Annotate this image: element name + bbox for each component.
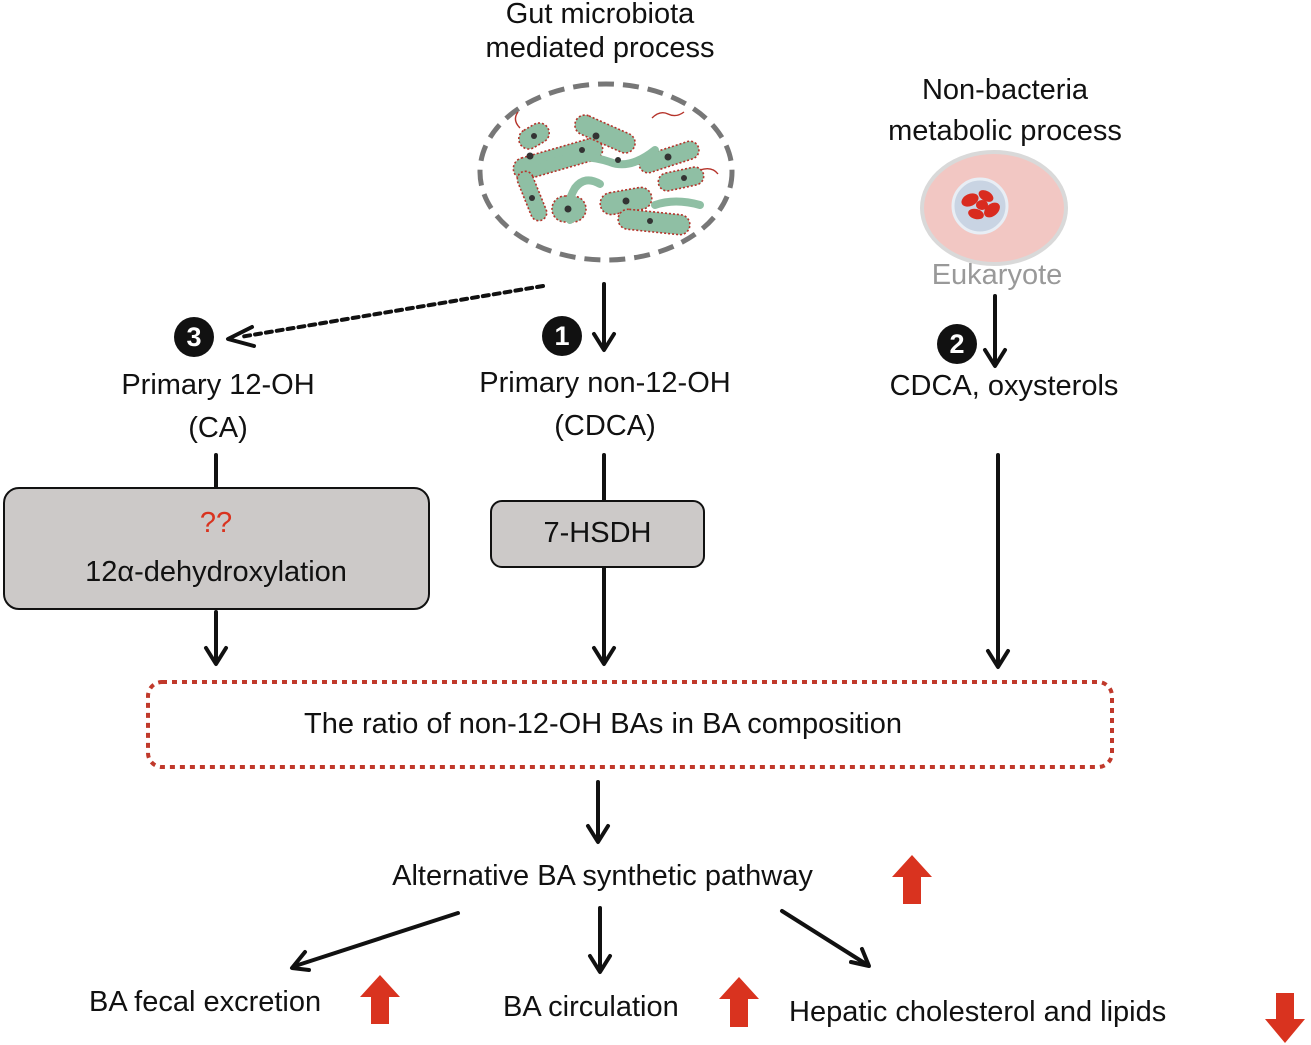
nonbac-title-line2: metabolic process	[888, 115, 1122, 147]
step-1-number: 1	[554, 321, 570, 351]
down-arrow-icon	[1265, 993, 1305, 1043]
fecal-excretion-label: BA fecal excretion	[89, 986, 322, 1018]
primary-12oh-sub: (CA)	[188, 412, 248, 444]
cdca-oxysterols-label: CDCA, oxysterols	[889, 370, 1119, 402]
gut-title-line2: mediated process	[485, 32, 715, 64]
primary-12oh-label: Primary 12-OH	[121, 369, 315, 401]
step-1-marker	[542, 316, 582, 356]
eukaryote-cell-illustration	[920, 150, 1068, 266]
circulation-label: BA circulation	[503, 991, 679, 1023]
ratio-box	[146, 680, 1114, 769]
eukaryote-label: Eukaryote	[931, 259, 1063, 291]
gut-microbiota-illustration	[477, 81, 735, 263]
hsdh-label: 7-HSDH	[543, 517, 652, 549]
step-2-number: 2	[949, 329, 965, 359]
flow-arrows	[204, 282, 1010, 974]
step-3-number: 3	[186, 322, 202, 352]
nucleus-chromatin-icon	[961, 190, 1000, 220]
alternative-pathway-label: Alternative BA synthetic pathway	[392, 860, 813, 892]
dehydroxylation-box	[3, 487, 430, 610]
trend-arrows	[360, 855, 1305, 1043]
primary-non12oh-sub: (CDCA)	[554, 410, 656, 442]
step-3-marker	[174, 317, 214, 357]
up-arrow-icon	[360, 975, 400, 1024]
hsdh-box	[490, 500, 705, 568]
gut-title-line1: Gut microbiota	[505, 0, 695, 30]
ratio-text: The ratio of non-12-OH BAs in BA composi…	[303, 708, 902, 740]
up-arrow-icon	[719, 977, 759, 1027]
unknown-enzyme-mark: ??	[199, 507, 233, 539]
dehydroxylation-label: 12α-dehydroxylation	[85, 556, 347, 588]
hepatic-label: Hepatic cholesterol and lipids	[789, 996, 1167, 1028]
up-arrow-icon	[892, 855, 932, 904]
nonbac-title-line1: Non-bacteria	[921, 74, 1089, 106]
primary-non12oh-label: Primary non-12-OH	[479, 367, 731, 399]
step-2-marker	[937, 324, 977, 364]
step-markers	[174, 316, 977, 364]
